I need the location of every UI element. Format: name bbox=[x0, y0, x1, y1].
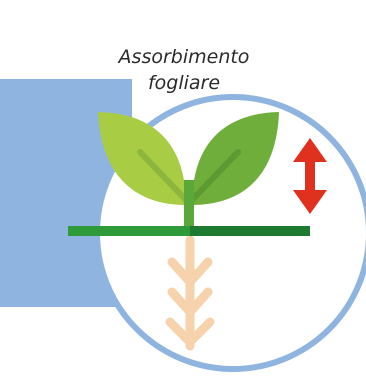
left-leaf-vein bbox=[137, 149, 189, 203]
diagram-caption: Assorbimento fogliare bbox=[96, 44, 272, 96]
seedling-icon bbox=[98, 112, 279, 232]
up-down-arrow-icon bbox=[293, 138, 327, 214]
ground-line bbox=[68, 226, 190, 236]
right-leaf-vein bbox=[189, 149, 241, 203]
left-leaf bbox=[98, 112, 186, 205]
caption-line-2: fogliare bbox=[147, 72, 221, 94]
caption-line-1: Assorbimento bbox=[118, 46, 250, 68]
ground-line-dark bbox=[190, 226, 310, 236]
roots-icon bbox=[165, 235, 215, 351]
stem bbox=[184, 180, 194, 232]
